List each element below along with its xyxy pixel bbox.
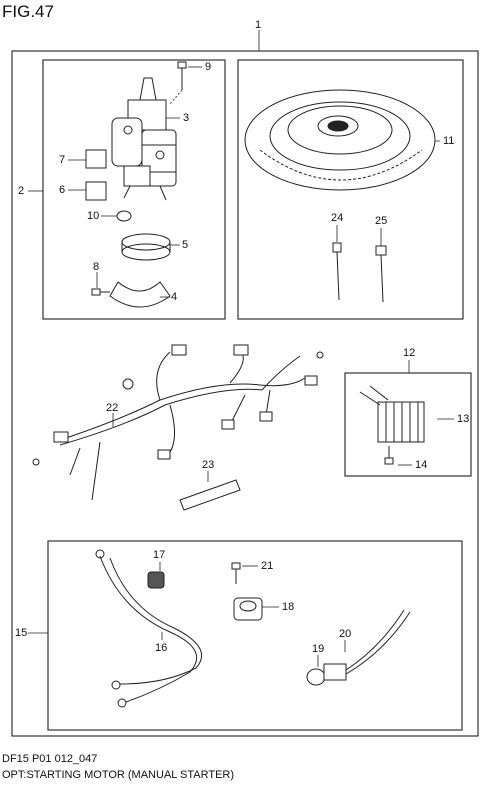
callout-19: 19: [312, 643, 325, 655]
callout-8: 8: [93, 261, 100, 273]
figure-title: FIG.47: [2, 2, 54, 21]
callout-13: 13: [457, 413, 470, 425]
callout-3: 3: [183, 112, 190, 124]
callout-15: 15: [15, 627, 28, 639]
bracket-drawing: [109, 281, 171, 308]
callout-12: 12: [403, 347, 416, 359]
flywheel-drawing: [244, 89, 436, 191]
terminal-cap-drawing: [147, 571, 165, 589]
flywheel-frame: [237, 59, 464, 320]
screw-8-drawing: [91, 288, 110, 296]
bolt-drawing: [169, 61, 187, 105]
figure-code: DF15 P01 012_047: [2, 753, 98, 765]
callout-7: 7: [59, 154, 66, 166]
outer-frame: [11, 50, 479, 737]
callout-23: 23: [202, 459, 215, 471]
wiring-harness-drawing: [32, 344, 324, 501]
callout-18: 18: [282, 601, 295, 613]
callout-16: 16: [155, 642, 168, 654]
callout-5: 5: [182, 239, 189, 251]
starter-motor-drawing: [111, 77, 177, 201]
callout-9: 9: [205, 61, 212, 73]
battery-cable-drawing: [95, 549, 202, 708]
screw-21-drawing: [231, 562, 241, 584]
callout-4: 4: [171, 291, 178, 303]
callout-17: 17: [153, 549, 166, 561]
bolt-14-drawing: [384, 446, 394, 465]
callout-10: 10: [87, 210, 100, 222]
relay-drawings: [85, 149, 107, 201]
rectifier-frame: [344, 372, 472, 477]
protector-tube-drawing: [179, 479, 241, 511]
callout-2: 2: [18, 185, 25, 197]
callout-21: 21: [261, 560, 274, 572]
rectifier-drawing: [359, 385, 425, 443]
switch-drawing: [306, 609, 411, 686]
rubber-band-drawing: [121, 233, 171, 261]
callout-11: 11: [443, 135, 455, 147]
callout-24: 24: [331, 212, 344, 224]
grommet-drawing: [116, 210, 132, 222]
starter-motor-frame: [42, 59, 226, 320]
harness-frame: [47, 540, 463, 731]
cable-tie-drawings: [332, 242, 387, 303]
callout-14: 14: [415, 459, 428, 471]
callout-25: 25: [375, 215, 388, 227]
callout-1: 1: [255, 19, 262, 31]
clamp-drawing: [233, 597, 263, 621]
callout-6: 6: [59, 184, 66, 196]
callout-20: 20: [339, 628, 352, 640]
figure-description: OPT:STARTING MOTOR (MANUAL STARTER): [2, 769, 235, 781]
callout-22: 22: [106, 402, 119, 414]
